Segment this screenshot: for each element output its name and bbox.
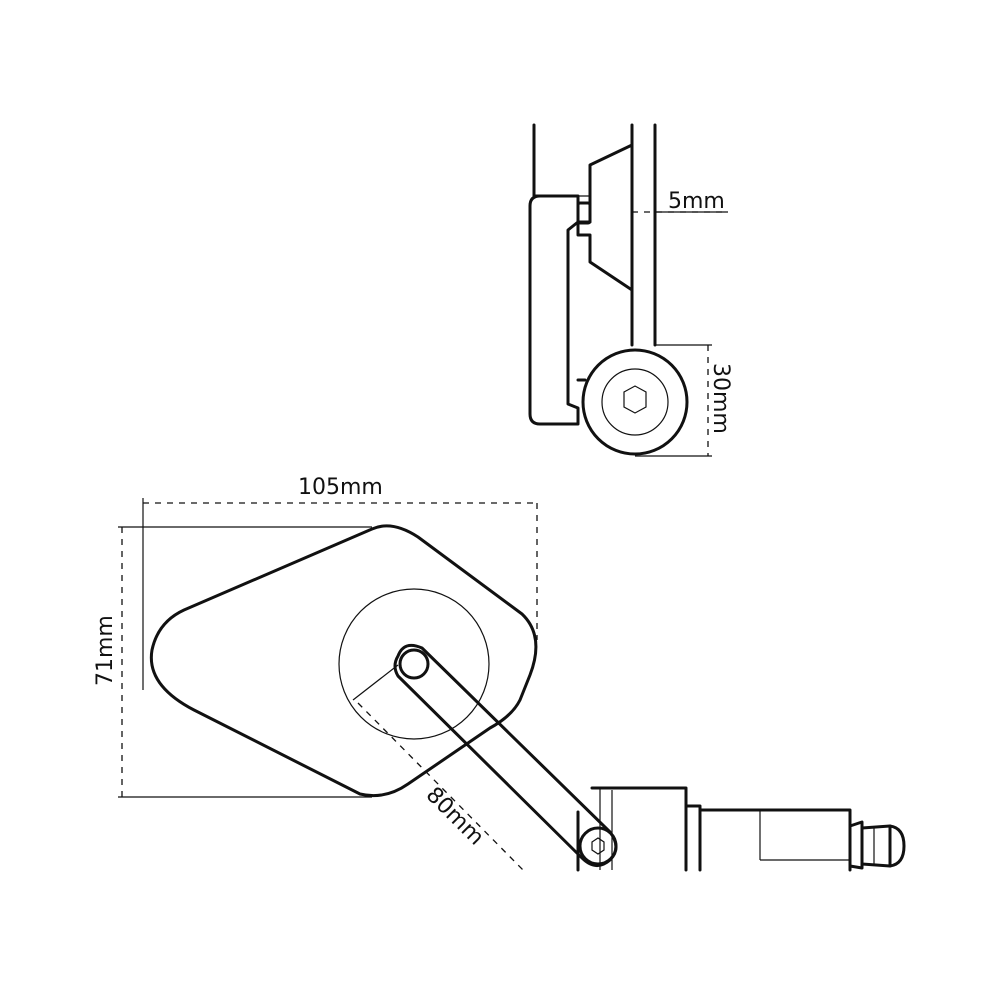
bar-tube — [698, 808, 852, 872]
gap-label: 5mm — [668, 189, 725, 214]
side-mirror-body — [576, 143, 634, 292]
arm-dim-line — [357, 702, 526, 873]
bar-end-plug — [860, 824, 892, 868]
clamp-diameter-label: 30mm — [708, 363, 733, 434]
side-spacer — [576, 201, 592, 225]
arm-pivot — [398, 648, 430, 680]
mirror-arm — [393, 643, 618, 867]
side-view: 5mm 30mm — [528, 123, 733, 457]
clamp-circle — [581, 348, 689, 456]
arm-length-label: 80mm — [421, 783, 489, 851]
clamp-inner-ring — [601, 368, 669, 436]
arm-dim-ext — [352, 664, 399, 701]
clamp-body — [590, 786, 688, 872]
mirror-head — [149, 524, 538, 798]
front-view: 105mm 71mm 80mm — [93, 475, 906, 873]
bar-end-cap — [888, 824, 906, 868]
mirror-mount-boss — [338, 588, 490, 740]
height-label: 71mm — [93, 615, 118, 686]
clamp-step — [684, 804, 702, 872]
hex-bolt-icon — [623, 385, 647, 414]
width-label: 105mm — [298, 475, 383, 500]
hex-bolt-front-icon — [591, 837, 605, 855]
bar-end-collar — [848, 820, 864, 870]
arm-end-pivot — [578, 826, 618, 866]
side-housing — [528, 194, 580, 426]
